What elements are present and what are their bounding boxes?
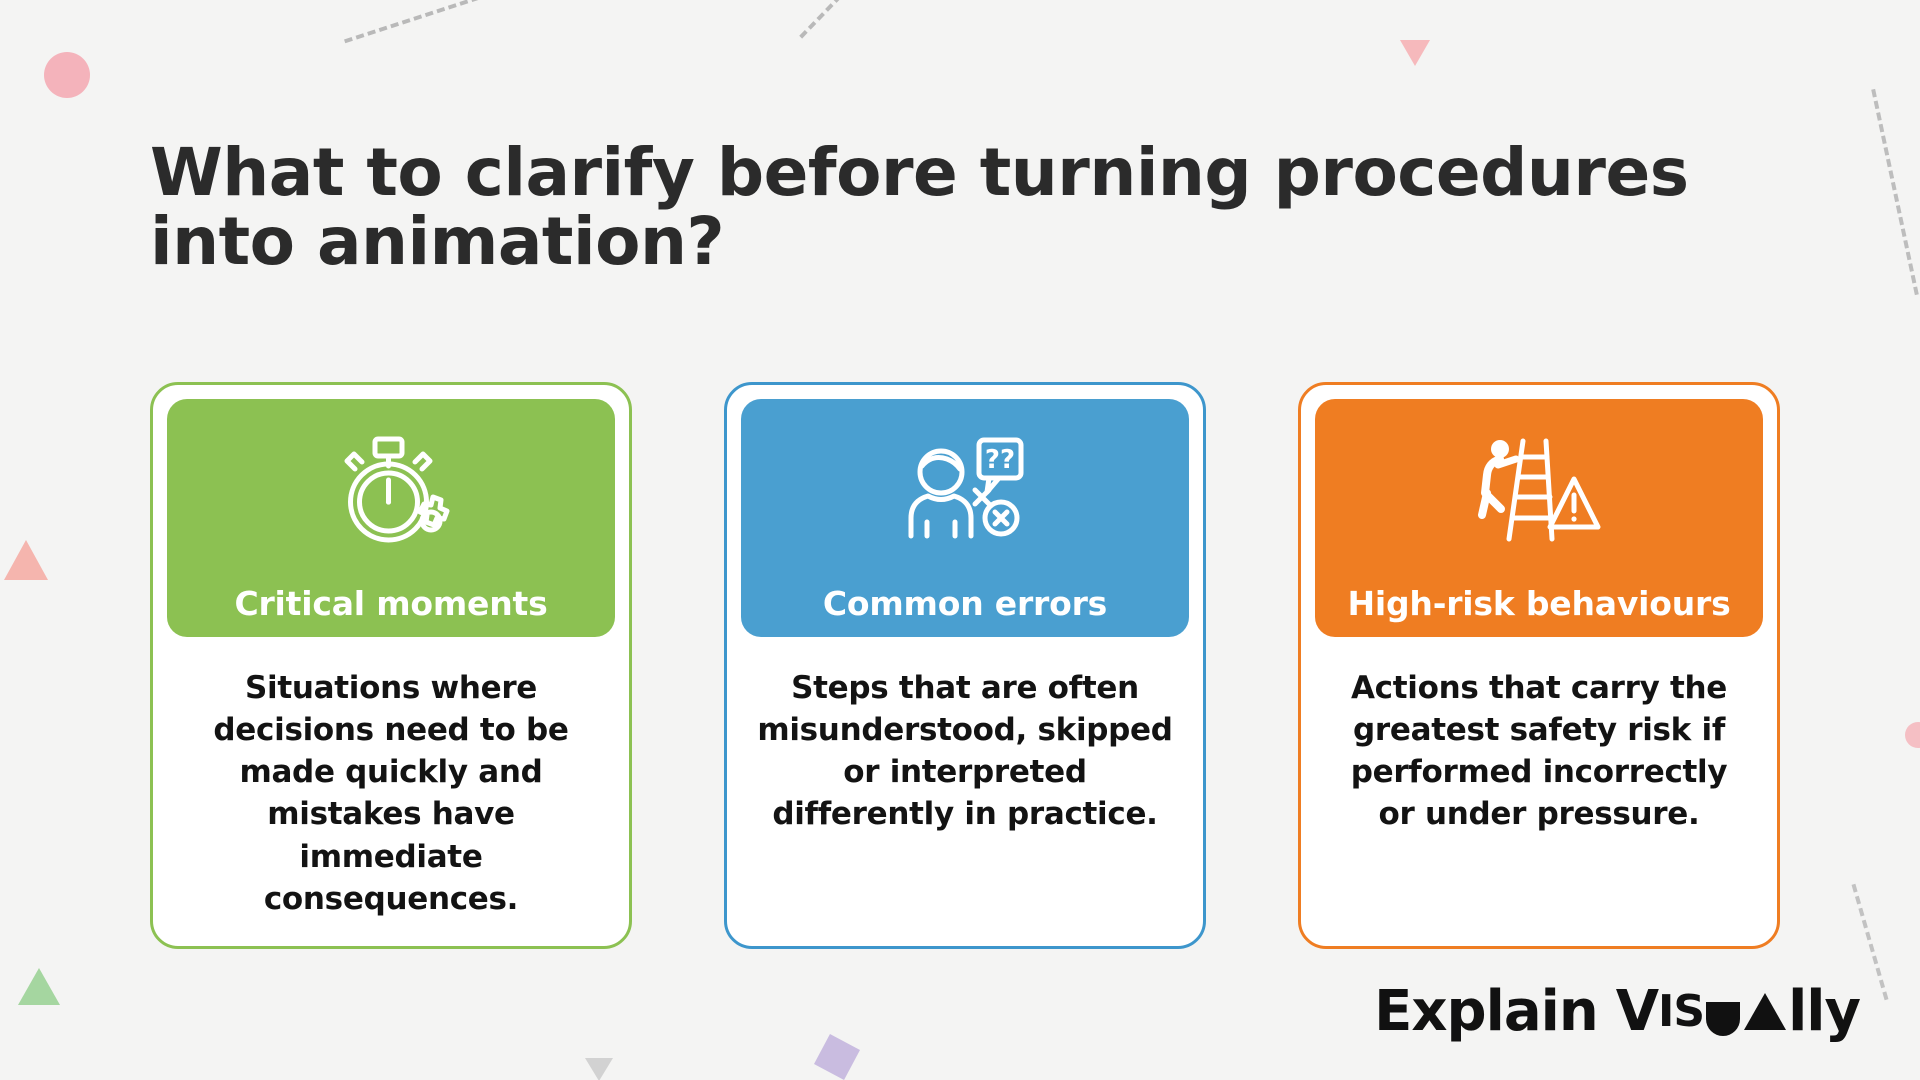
decoration-dot-pink-right — [1905, 722, 1920, 748]
decoration-dashed-line-1 — [344, 0, 526, 44]
decoration-triangle-pink-left — [4, 540, 48, 580]
logo-letter-y: y — [1824, 979, 1861, 1044]
person-question-confusion-icon: ?? — [741, 399, 1189, 584]
card-body-green: Situations where decisions need to be ma… — [213, 670, 569, 917]
brand-logo: Explain V IS ll y — [1374, 979, 1861, 1044]
logo-letters-is: IS — [1658, 986, 1705, 1037]
logo-halfdisc-u-icon — [1706, 1001, 1741, 1036]
stopwatch-gear-icon — [167, 399, 615, 584]
card-title-green: Critical moments — [234, 584, 548, 623]
card-header-blue: ?? Common errors — [741, 399, 1189, 637]
ladder-fall-warning-icon — [1315, 399, 1763, 584]
card-critical-moments[interactable]: Critical moments Situations where decisi… — [150, 382, 632, 949]
card-body-blue: Steps that are often misunderstood, skip… — [757, 670, 1173, 833]
card-high-risk-behaviours[interactable]: High-risk behaviours Actions that carry … — [1298, 382, 1780, 949]
card-title-blue: Common errors — [822, 584, 1108, 623]
decoration-triangle-pink-top — [1400, 40, 1430, 66]
card-title-orange: High-risk behaviours — [1347, 584, 1731, 623]
decoration-dashed-line-2 — [799, 0, 851, 39]
card-header-green: Critical moments — [167, 399, 615, 637]
logo-triangle-a-icon — [1744, 993, 1787, 1030]
decoration-triangle-green — [18, 968, 60, 1005]
slide-title: What to clarify before turning procedure… — [150, 134, 1689, 280]
decoration-circle-pink — [44, 52, 90, 98]
card-header-orange: High-risk behaviours — [1315, 399, 1763, 637]
card-row: Critical moments Situations where decisi… — [150, 382, 1780, 949]
decoration-dashed-line-3 — [1871, 88, 1919, 296]
logo-letters-ll: ll — [1788, 979, 1825, 1044]
card-common-errors[interactable]: ?? Common errors Steps that are often mi… — [724, 382, 1206, 949]
decoration-triangle-grey — [585, 1058, 613, 1080]
decoration-square-purple — [814, 1034, 860, 1080]
logo-word-explain: Explain — [1374, 979, 1599, 1044]
card-body-orange: Actions that carry the greatest safety r… — [1350, 670, 1728, 833]
logo-letter-v: V — [1615, 979, 1659, 1044]
svg-text:??: ?? — [985, 445, 1015, 475]
